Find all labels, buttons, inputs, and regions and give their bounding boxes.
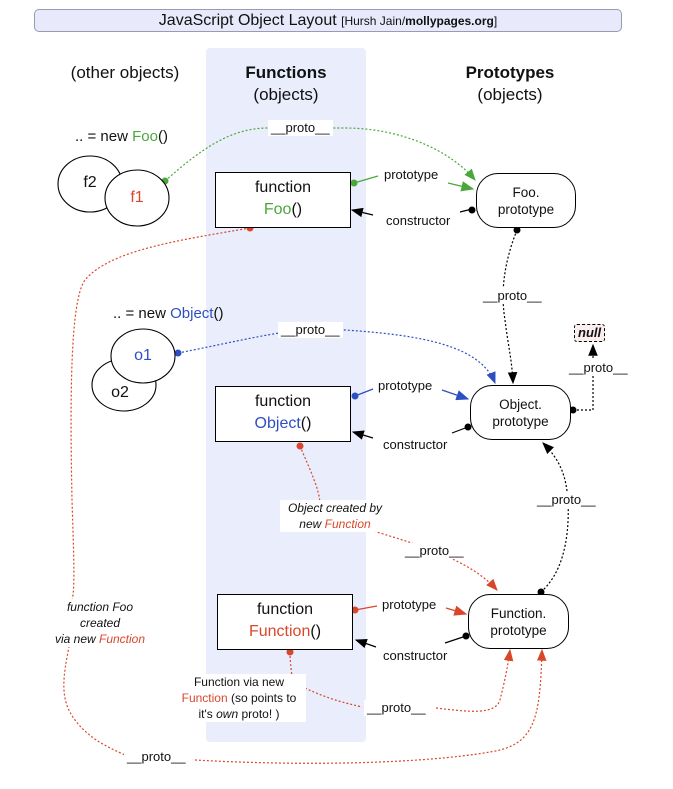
note-fn: Function [99, 632, 146, 646]
note-foo-created: function Foo created via new Function [45, 599, 155, 647]
caption-suffix: () [157, 128, 168, 145]
label-proto-f1: __proto__ [268, 120, 333, 136]
function-keyword: function [254, 393, 312, 410]
caption-ctor: Foo [132, 128, 158, 145]
caption-prefix: .. = new [113, 305, 171, 322]
note-em: own [216, 707, 239, 721]
function-object-box: function Object() [215, 386, 351, 442]
credit-prefix: [Hursh Jain/ [341, 14, 406, 28]
instance-o1: o1 [134, 347, 152, 364]
credit-suffix: ] [493, 14, 498, 28]
label-proto-o1: __proto__ [278, 322, 343, 338]
header-other-label: (other objects) [70, 63, 180, 82]
label-prototype-foo: prototype [381, 167, 442, 183]
caption-ctor: Object [170, 305, 214, 322]
label-proto-objectproto: __proto__ [566, 360, 631, 376]
note-fn: Function [181, 691, 228, 705]
caption-new-foo: .. = new Foo() [75, 129, 168, 145]
caption-new-object: .. = new Object() [113, 306, 223, 322]
prototype-line1: Foo. [512, 184, 540, 200]
label-proto-function-own: __proto__ [364, 700, 429, 716]
edge-f1-proto [164, 127, 476, 182]
note-prefix: new [299, 517, 325, 531]
edge-fooproto-proto [502, 229, 518, 385]
prototype-line1: Object. [499, 396, 542, 412]
foo-prototype-box: Foo. prototype [476, 173, 576, 228]
label-proto-fnproto: __proto__ [534, 492, 599, 508]
object-prototype-box: Object. prototype [470, 385, 571, 440]
note-prefix: via new [54, 632, 99, 646]
caption-prefix: .. = new [75, 128, 133, 145]
function-function-box: function Function() [217, 594, 353, 650]
function-prototype-box: Function. prototype [468, 594, 569, 649]
edge-function-constructor [354, 639, 377, 649]
function-parens: () [291, 201, 303, 218]
label-constructor-foo: constructor [383, 213, 454, 229]
function-keyword: function [256, 601, 314, 618]
edge-object-constructor [351, 430, 374, 440]
note-suffix: proto! ) [238, 707, 280, 721]
note-line: created [79, 616, 121, 630]
label-prototype-object: prototype [375, 378, 436, 394]
null-box: null [574, 324, 606, 342]
edge-function-own-proto [289, 650, 510, 712]
edge-foo-constructor [350, 207, 374, 218]
function-name: Foo [263, 201, 292, 218]
note-function-via-new: Function via new Function (so points to … [172, 674, 306, 722]
label-constructor-object: constructor [380, 437, 451, 453]
title-text: JavaScript Object Layout [158, 12, 337, 29]
ellipse-o1 [110, 328, 176, 384]
edge-foo-fn-proto [63, 227, 542, 764]
header-prototypes: Prototypes (objects) [430, 62, 590, 106]
edge-objectproto-null [573, 343, 598, 411]
edge-function-prototype [354, 605, 378, 611]
header-other-objects: (other objects) [50, 62, 200, 84]
instance-o2: o2 [111, 384, 129, 401]
header-functions-sub: (objects) [253, 85, 319, 104]
credit-site: mollypages.org [405, 14, 494, 28]
note-line: function Foo [66, 600, 134, 614]
header-functions-label: Functions [245, 63, 327, 82]
edge-o1-proto [177, 329, 496, 385]
header-prototypes-sub: (objects) [477, 85, 543, 104]
ellipse-f1 [104, 169, 170, 227]
note-line: Function via new [193, 675, 285, 689]
label-proto-foo-fn: __proto__ [124, 749, 189, 765]
function-parens: () [310, 623, 322, 640]
label-prototype-function: prototype [379, 597, 440, 613]
header-prototypes-label: Prototypes [465, 63, 555, 82]
label-proto-fooproto: __proto__ [480, 288, 545, 304]
note-object-created: Object created by new Function [280, 500, 390, 532]
prototype-line2: prototype [497, 201, 555, 217]
note-fn: Function [324, 517, 371, 531]
function-name: Object [254, 415, 301, 432]
note-rest: (so points to [227, 691, 297, 705]
edge-fnproto-proto [540, 442, 569, 593]
note-line: Object created by [287, 501, 383, 515]
header-functions: Functions (objects) [206, 62, 366, 106]
instance-f2: f2 [83, 174, 97, 191]
note-prefix: it's [198, 707, 217, 721]
edge-foo-prototype [353, 175, 379, 184]
prototype-line2: prototype [492, 413, 549, 429]
label-proto-object-fn: __proto__ [402, 543, 467, 559]
prototype-line2: prototype [490, 622, 547, 638]
prototype-line1: Function. [490, 605, 547, 621]
function-foo-box: function Foo() [215, 172, 351, 228]
instance-f1: f1 [130, 189, 144, 206]
function-parens: () [300, 415, 312, 432]
label-constructor-function: constructor [380, 648, 451, 664]
function-name: Function [248, 623, 311, 640]
function-keyword: function [254, 179, 312, 196]
caption-suffix: () [213, 305, 224, 322]
diagram-title: JavaScript Object Layout [Hursh Jain/mol… [34, 9, 622, 32]
